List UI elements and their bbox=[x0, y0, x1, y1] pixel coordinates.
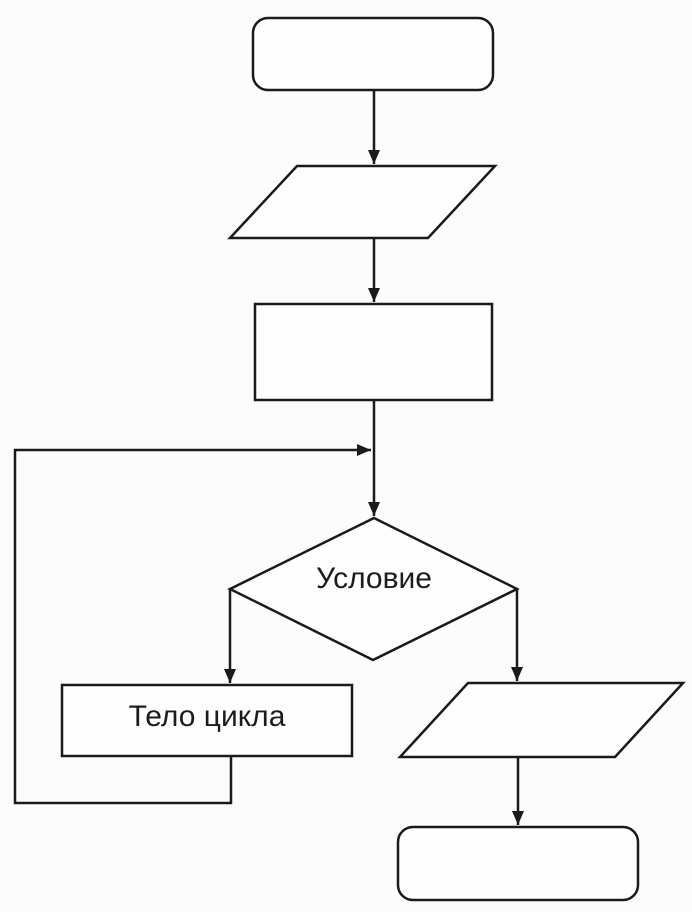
output-parallelogram-shape bbox=[397, 681, 686, 759]
condition-diamond-shape bbox=[227, 516, 520, 662]
end-terminator-shape bbox=[396, 825, 640, 902]
start-terminator-shape bbox=[251, 16, 495, 92]
process-rect-shape bbox=[253, 302, 494, 402]
input-parallelogram-shape bbox=[227, 164, 498, 240]
edge-loopback-body-to-condition bbox=[13, 444, 371, 805]
loop-body-rect-shape bbox=[60, 683, 354, 758]
